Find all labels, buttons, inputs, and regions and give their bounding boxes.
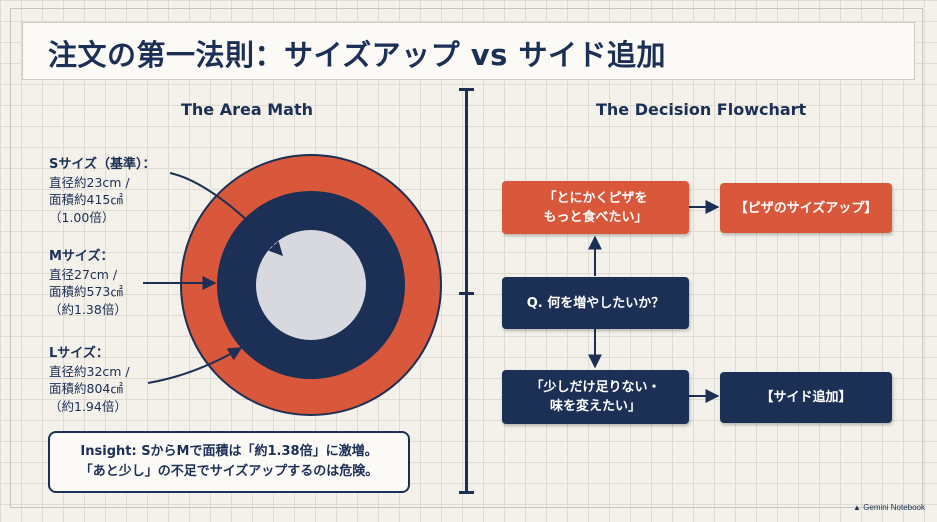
m-size-label: Mサイズ： 直径27cm / 面積約573㎠ （約1.38倍） bbox=[49, 249, 127, 317]
upper-result-box: 【ピザのサイズアップ】 bbox=[720, 183, 892, 233]
insight-line-2: 「あと少し」の不足でサイズアップするのは危険。 bbox=[79, 464, 379, 479]
l-size-pointer bbox=[147, 347, 243, 384]
section-divider bbox=[465, 88, 468, 494]
insight-box: Insight: SからMで面積は「約1.38倍」に激増。 「あと少し」の不足で… bbox=[48, 431, 410, 493]
l-size-label: Lサイズ： 直径約32cm / 面積約804㎠ （約1.94倍） bbox=[49, 346, 130, 414]
divider-cap-middle bbox=[459, 292, 474, 295]
divider-cap-bottom bbox=[459, 491, 474, 494]
page-title: 注文の第一法則：サイズアップ vs サイド追加 bbox=[48, 38, 666, 72]
lower-result-box: 【サイド追加】 bbox=[720, 372, 892, 423]
brand-text: Gemini Notebook bbox=[863, 503, 925, 512]
divider-cap-top bbox=[459, 88, 474, 91]
brand-watermark: ▲ Gemini Notebook bbox=[853, 503, 925, 512]
lower-condition-box: 「少しだけ足りない・ 味を変えたい」 bbox=[502, 370, 689, 424]
question-box: Q. 何を増やしたいか？ bbox=[502, 277, 689, 329]
s-size-label: Sサイズ（基準）： 直径約23cm / 面積約415㎠ （1.00倍） bbox=[49, 157, 156, 225]
upper-condition-box: 「とにかくピザを もっと食べたい」 bbox=[502, 181, 689, 234]
insight-line-1: Insight: SからMで面積は「約1.38倍」に激増。 bbox=[80, 444, 378, 459]
s-size-circle bbox=[254, 228, 368, 342]
flowchart-heading: The Decision Flowchart bbox=[596, 100, 807, 119]
area-math-heading: The Area Math bbox=[181, 100, 313, 119]
title-bar bbox=[22, 22, 915, 80]
s-size-pointer bbox=[169, 172, 283, 257]
slide-border bbox=[10, 8, 923, 508]
